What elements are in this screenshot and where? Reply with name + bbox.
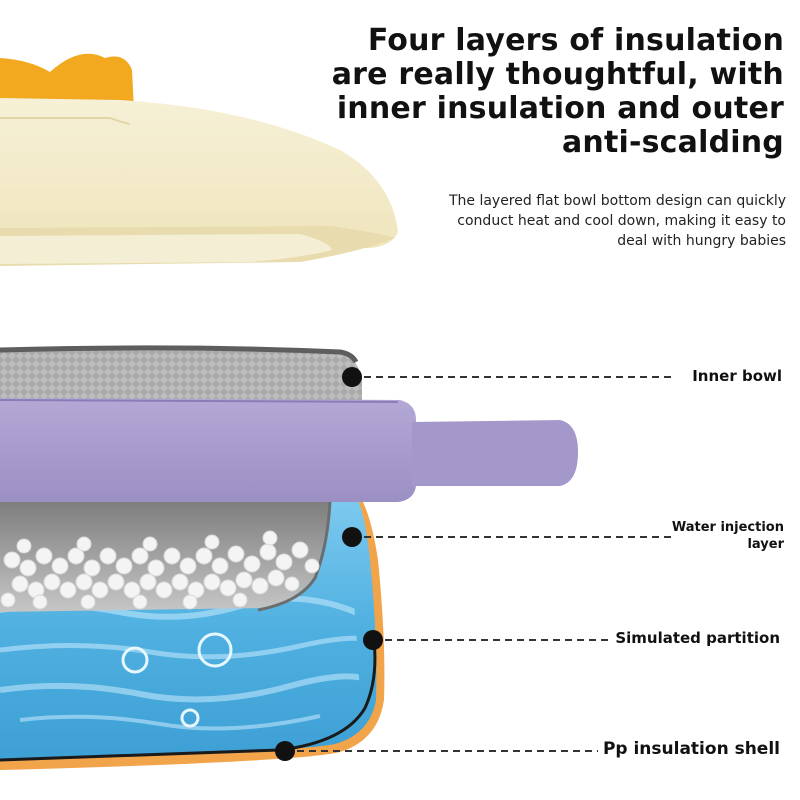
purple-band-illustration bbox=[0, 398, 578, 502]
callout-dot-pp-shell bbox=[275, 741, 295, 761]
lid-handle bbox=[0, 53, 134, 112]
callout-label-water-line-2: layer bbox=[747, 537, 784, 552]
description-line-3: deal with hungry babies bbox=[617, 233, 786, 249]
callout-label-water-line-1: Water injection bbox=[671, 520, 784, 535]
callout-label-inner-bowl: Inner bowl bbox=[692, 367, 782, 385]
inner-bowl-illustration bbox=[0, 345, 362, 400]
heading-line-1: Four layers of insulation bbox=[367, 23, 784, 58]
description-line-2: conduct heat and cool down, making it ea… bbox=[457, 213, 786, 229]
callout-dot-inner-bowl bbox=[342, 367, 362, 387]
page-heading: Four layers of insulation are really tho… bbox=[324, 24, 784, 160]
lid-illustration bbox=[0, 53, 398, 266]
callout-label-water-injection: Water injection layer bbox=[644, 519, 784, 553]
heading-line-2: are really thoughtful, with bbox=[331, 57, 784, 92]
callout-label-simulated-partition: Simulated partition bbox=[615, 629, 780, 647]
callout-dot-water-injection bbox=[342, 527, 362, 547]
heading-line-4: anti-scalding bbox=[561, 125, 784, 160]
callout-label-pp-shell: Pp insulation shell bbox=[602, 739, 780, 759]
callout-dot-simulated-partition bbox=[363, 630, 383, 650]
beads-illustration bbox=[0, 530, 320, 610]
heading-line-3: inner insulation and outer bbox=[336, 91, 784, 126]
callout-lines bbox=[275, 367, 672, 761]
description-text: The layered flat bowl bottom design can … bbox=[386, 191, 786, 251]
description-line-1: The layered flat bowl bottom design can … bbox=[448, 193, 786, 209]
